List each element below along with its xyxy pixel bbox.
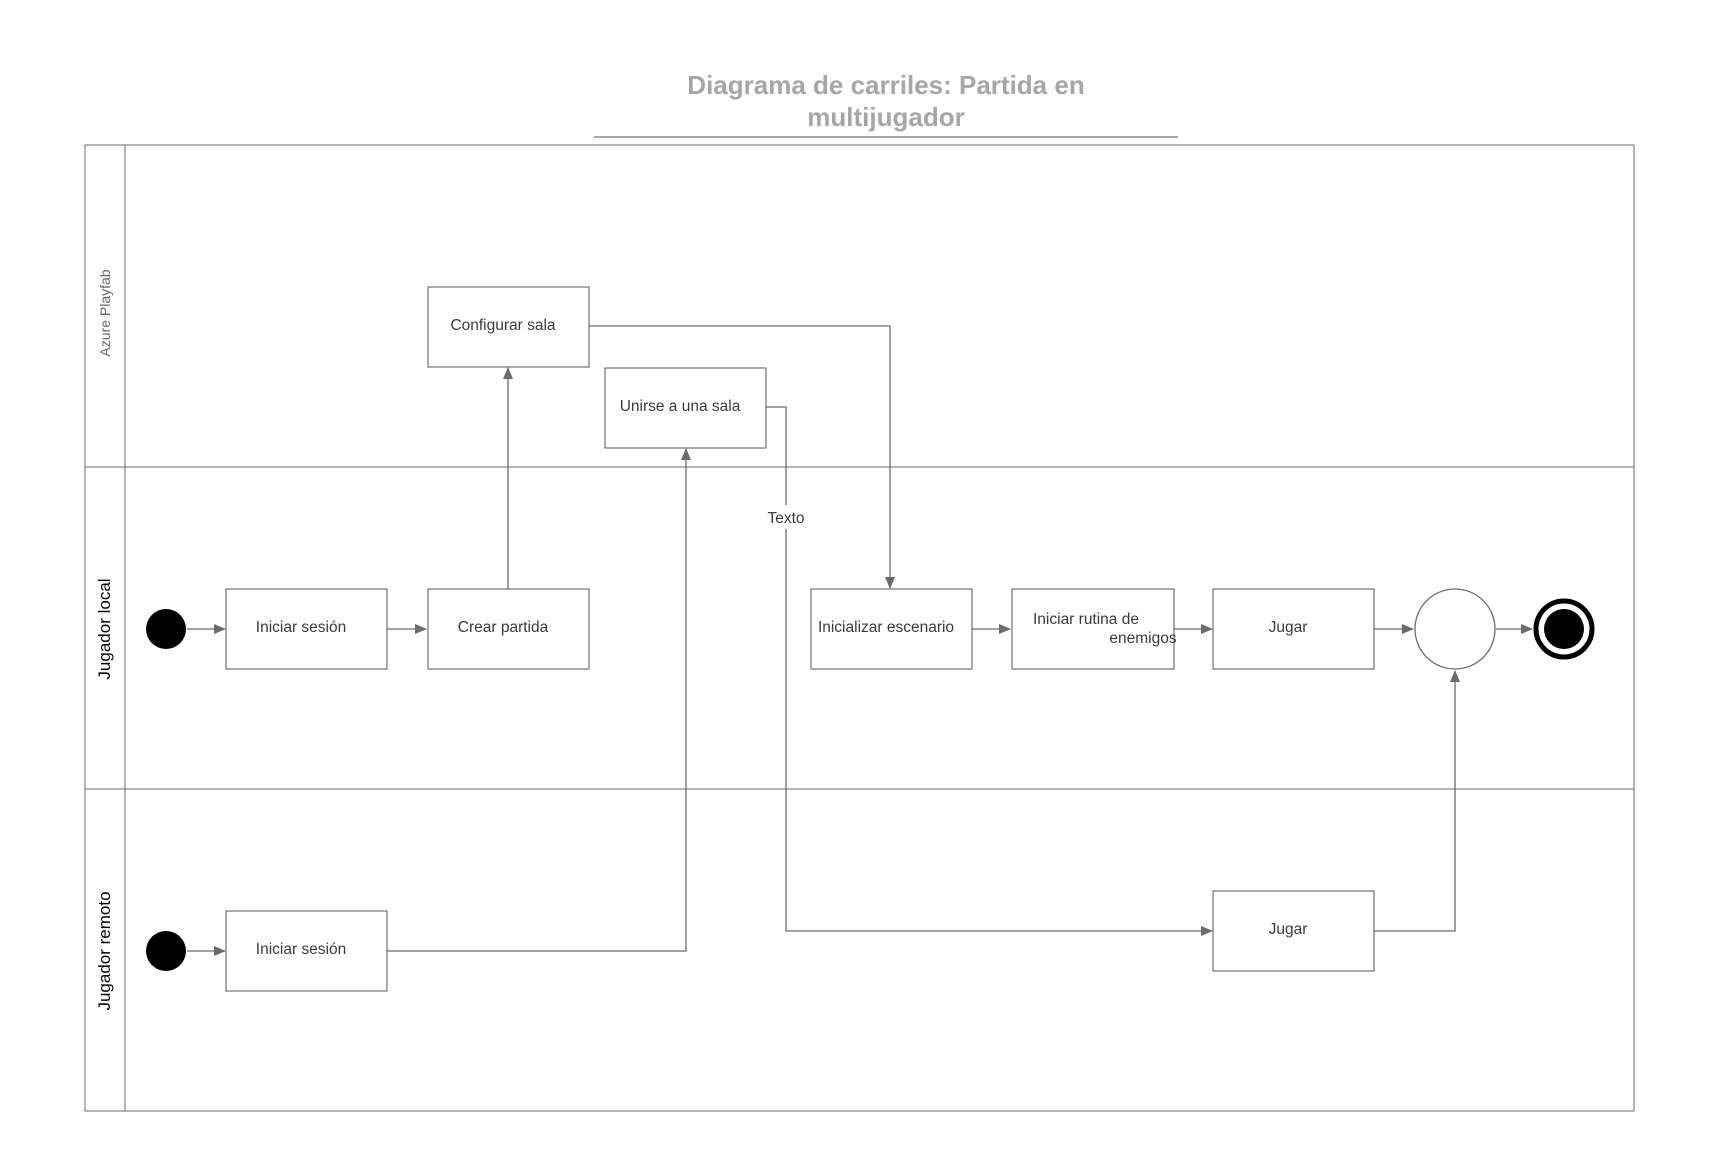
lane-label-azure-playfab: Azure Playfab — [97, 269, 113, 356]
node-label-line-1: Iniciar rutina de — [1033, 611, 1139, 628]
node-label-line-2: enemigos — [1109, 630, 1176, 647]
node-crear-partida[interactable]: Crear partida — [427, 588, 590, 670]
node-unirse-a-una-sala[interactable]: Unirse a una sala — [604, 367, 767, 449]
swimlane-pool: Azure Playfab Jugador local Jugador remo… — [84, 144, 1635, 1112]
edge-label-texto: Texto — [767, 510, 804, 527]
start-node-local[interactable] — [146, 609, 186, 649]
edge-label-bg — [764, 505, 808, 529]
node-jugar-local[interactable]: Jugar — [1212, 588, 1375, 670]
edge-jugar-remoto-to-join — [1374, 670, 1460, 932]
edge-unirse-sala-to-jugar-remoto — [766, 406, 1213, 936]
node-inicializar-escenario[interactable]: Inicializar escenario — [810, 588, 973, 670]
edge-configurar-sala-to-inicializar-escenario — [589, 325, 895, 589]
node-label: Jugar — [1269, 921, 1308, 938]
node-label: Inicializar escenario — [818, 619, 954, 636]
lane-label-jugador-remoto: Jugador remoto — [95, 891, 114, 1010]
join-node[interactable] — [1414, 588, 1496, 670]
connectors: Texto — [187, 325, 1533, 956]
node-iniciar-sesion-local[interactable]: Iniciar sesión — [225, 588, 388, 670]
diagram-title: Diagrama de carriles: Partida en multiju… — [594, 70, 1178, 138]
node-label: Iniciar sesión — [256, 619, 346, 636]
start-node-remoto[interactable] — [146, 931, 186, 971]
pool-border — [84, 144, 1635, 1112]
node-jugar-remoto[interactable]: Jugar — [1212, 890, 1375, 972]
node-configurar-sala[interactable]: Configurar sala — [427, 286, 590, 368]
title-line-2: multijugador — [807, 102, 964, 132]
node-label: Unirse a una sala — [620, 398, 741, 415]
title-line-1: Diagrama de carriles: Partida en — [687, 70, 1084, 100]
edge-iniciar-sesion-remoto-to-unirse-sala — [387, 448, 691, 952]
end-node[interactable] — [1533, 598, 1595, 660]
node-label: Jugar — [1269, 619, 1308, 636]
node-label: Configurar sala — [450, 317, 555, 334]
lane-label-jugador-local: Jugador local — [95, 578, 114, 679]
node-iniciar-rutina-de-enemigos[interactable]: Iniciar rutina de enemigos — [1011, 588, 1177, 670]
node-label: Iniciar sesión — [256, 941, 346, 958]
node-iniciar-sesion-remoto[interactable]: Iniciar sesión — [225, 910, 388, 992]
node-label: Crear partida — [458, 619, 549, 636]
